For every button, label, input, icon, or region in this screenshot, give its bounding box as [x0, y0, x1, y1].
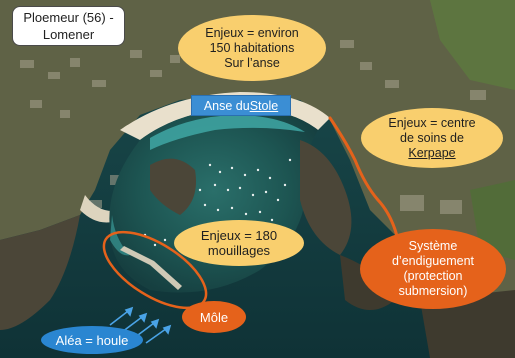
title-label: Ploemeur (56) - Lomener: [12, 6, 125, 46]
anse-stole-underlined: Stole: [249, 98, 279, 113]
rocks-center: [150, 158, 196, 215]
centre-soins-wrapper: Enjeux = centre de soins de Kerpape: [388, 116, 475, 161]
anse-prefix: Anse du: [203, 98, 250, 113]
rocks-southwest: [0, 215, 80, 330]
anse-du-stole-label: Anse du Stole: [191, 95, 291, 116]
shallows-west: [110, 215, 130, 256]
swell-arrows: [109, 306, 172, 344]
mole-label: Môle: [182, 301, 246, 333]
kerpape-underlined: Kerpape: [408, 145, 456, 160]
fields-northeast: [430, 0, 515, 90]
endiguement-line: [328, 116, 400, 242]
centre-soins-text: Enjeux = centre de soins de: [388, 115, 476, 145]
enjeux-centre-soins-label: Enjeux = centre de soins de Kerpape: [361, 108, 503, 168]
mole-jetty: [120, 246, 182, 290]
alea-houle-label: Aléa = houle: [41, 326, 143, 354]
moored-boats: [143, 158, 292, 247]
shallows: [150, 115, 305, 150]
rocks-east: [300, 140, 352, 255]
enjeux-mouillages-label: Enjeux = 180 mouillages: [174, 220, 304, 266]
mole-area-outline: [102, 230, 208, 310]
enjeux-habitations-label: Enjeux = environ 150 habitations Sur l’a…: [178, 15, 326, 81]
systeme-endiguement-label: Système d’endiguement (protection submer…: [360, 229, 506, 309]
land-north: [0, 0, 515, 300]
